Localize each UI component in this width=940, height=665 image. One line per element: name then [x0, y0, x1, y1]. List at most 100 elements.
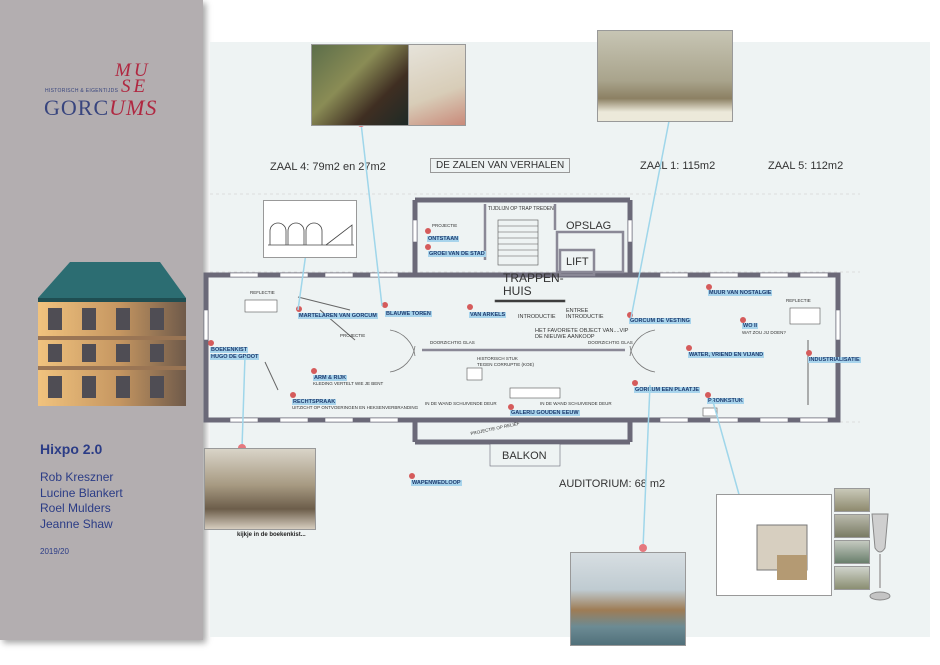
zone-zaal5: ZAAL 5: 112m2: [768, 160, 844, 172]
photo-thumb-1: [834, 488, 870, 512]
label-text: BLAUWE TOREN: [385, 311, 432, 317]
photo-boekenkist: [204, 448, 316, 530]
photo-historic-street: [597, 30, 733, 122]
label-ontstaan: ONTSTAAN: [427, 236, 460, 242]
label-text: MARTELAREN VAN GORCUM: [298, 313, 378, 319]
zone-auditorium: AUDITORIUM: 68 m2: [559, 478, 666, 490]
label-boekenkist: BOEKENKIST: [210, 347, 249, 353]
marker-dot: [296, 306, 302, 312]
label-hugo: HUGO DE GROOT: [210, 354, 260, 360]
sketch-arches: [263, 200, 357, 258]
label-van-arkels: VAN ARKELS: [469, 312, 507, 318]
year-label: 2019/20: [40, 547, 69, 556]
label-projectie: PROJECTIE: [340, 333, 366, 338]
marker-dot: [425, 228, 431, 234]
zone-lift: LIFT: [566, 256, 589, 268]
marker-dot: [706, 284, 712, 290]
photo-thumb-2: [834, 514, 870, 538]
photo-thumb-3: [834, 540, 870, 564]
label-text: BOEKENKIST: [210, 347, 249, 353]
marker-dot: [467, 304, 473, 310]
label-martelaren: MARTELAREN VAN GORCUM: [298, 313, 378, 319]
label-text: WATER, VRIEND EN VIJAND: [688, 352, 765, 358]
label-text: GORCUM EEN PLAATJE: [634, 387, 701, 393]
label-entree-intro: INTRODUCTIE: [566, 314, 604, 320]
team-member: Jeanne Shaw: [40, 517, 113, 531]
marker-dot: [290, 392, 296, 398]
marker-dot: [382, 302, 388, 308]
label-corruptie: TEGEN CORRUPTIE (KOE): [477, 362, 535, 367]
goblet-icon: [869, 513, 891, 601]
marker-dot: [311, 368, 317, 374]
label-text: GORCUM DE VESTING: [629, 318, 691, 324]
marker-dot: [740, 317, 746, 323]
label-pronkstuk: PRONKSTUK: [707, 398, 744, 404]
marker-dot: [208, 340, 214, 346]
label-schuifdeur-1: IN DE WAND SCHUIVENDE DEUR: [425, 401, 497, 406]
logo-tagline: HISTORISCH & EIGENTIJDS: [45, 88, 119, 94]
marker-dot: [705, 392, 711, 398]
marker-dot: [409, 473, 415, 479]
label-text: INDUSTRIALISATIE: [808, 357, 861, 363]
photo-thumb-4: [834, 566, 870, 590]
label-nostalgie: MUUR VAN NOSTALGIE: [708, 290, 773, 296]
marker-dot: [425, 244, 431, 250]
label-wapenwedloop: WAPENWEDLOOP: [411, 480, 462, 486]
label-introductie: INTRODUCTIE: [518, 314, 556, 320]
label-ontvoering: UITZICHT OP ONTVOERINGEN EN HEKSENVERBRA…: [292, 405, 419, 410]
label-plaatje: GORCUM EEN PLAATJE: [634, 387, 701, 393]
label-schuifdeur-2: IN DE WAND SCHUIVENDE DEUR: [540, 401, 612, 406]
label-water: WATER, VRIEND EN VIJAND: [688, 352, 765, 358]
label-text: PRONKSTUK: [707, 398, 744, 404]
label-text: WAPENWEDLOOP: [411, 480, 462, 486]
label-vesting: GORCUM DE VESTING: [629, 318, 691, 324]
label-kleding: KLEDING VERTELT WIE JE BENT: [313, 381, 384, 386]
logo-wordmark: GORCUMS: [44, 95, 157, 121]
marker-dot: [627, 312, 633, 318]
arches-sketch-icon: [268, 222, 354, 246]
label-text: MUUR VAN NOSTALGIE: [708, 290, 773, 296]
label-aankoop: DE NIEUWE AANKOOP: [535, 334, 595, 340]
label-text: RECHTSPRAAK: [292, 399, 337, 405]
label-groei: GROEI VAN DE STAD: [428, 251, 486, 257]
label-tijdlijn: TIJDLIJN OP TRAP TREDEN: [488, 206, 554, 212]
building-illustration: [38, 262, 186, 406]
label-favoriete: HET FAVORIETE OBJECT VAN....VIP: [535, 328, 629, 334]
label-text: VAN ARKELS: [469, 312, 507, 318]
project-title: Hixpo 2.0: [40, 441, 103, 457]
label-text: GALERIJ GOUDEN EEUW: [510, 410, 580, 416]
label-text: GROEI VAN DE STAD: [428, 251, 486, 257]
label-arm-rijk: ARM & RIJK: [313, 375, 348, 381]
label-reflectie: REFLECTIE: [250, 290, 275, 295]
team-member: Rob Kreszner: [40, 470, 114, 484]
label-industrialisatie: INDUSTRIALISATIE: [808, 357, 861, 363]
team-member: Lucine Blankert: [40, 486, 123, 500]
label-text: ONTSTAAN: [427, 236, 460, 242]
label-reflectie-2: REFLECTIE: [786, 298, 811, 303]
label-entree: ENTREE: [566, 308, 589, 314]
zone-opslag: OPSLAG: [566, 220, 612, 232]
showcase-sketch-icon: [756, 524, 808, 580]
marker-dot: [686, 345, 692, 351]
zone-zaal1: ZAAL 1: 115m2: [640, 160, 716, 172]
photo-castle-painting: [311, 44, 409, 126]
zone-trappen: TRAPPEN-: [503, 271, 564, 285]
label-doorzicht-2: DOORZICHTIG GLAS: [588, 340, 633, 345]
marker-dot: [806, 350, 812, 356]
label-text: WO II: [742, 323, 759, 329]
marker-dot: [508, 404, 514, 410]
logo-se: SE: [121, 76, 149, 97]
label-text: HUGO DE GROOT: [210, 354, 260, 360]
photo-showcase: [716, 494, 832, 596]
marker-dot: [632, 380, 638, 386]
sidebar-panel: HISTORISCH & EIGENTIJDS MU SE GORCUMS Hi…: [0, 0, 203, 640]
floor-plan: [203, 193, 860, 467]
logo-ums: UMS: [109, 95, 158, 120]
label-text: ARM & RIJK: [313, 375, 348, 381]
zone-zalen: DE ZALEN VAN VERHALEN: [430, 158, 571, 173]
label-blauwe-toren: BLAUWE TOREN: [385, 311, 432, 317]
photo-illustration: [408, 44, 466, 126]
label-wo2: WO II: [742, 323, 759, 329]
zone-huis: HUIS: [503, 284, 532, 298]
label-rechtspraak: RECHTSPRAAK: [292, 399, 337, 405]
